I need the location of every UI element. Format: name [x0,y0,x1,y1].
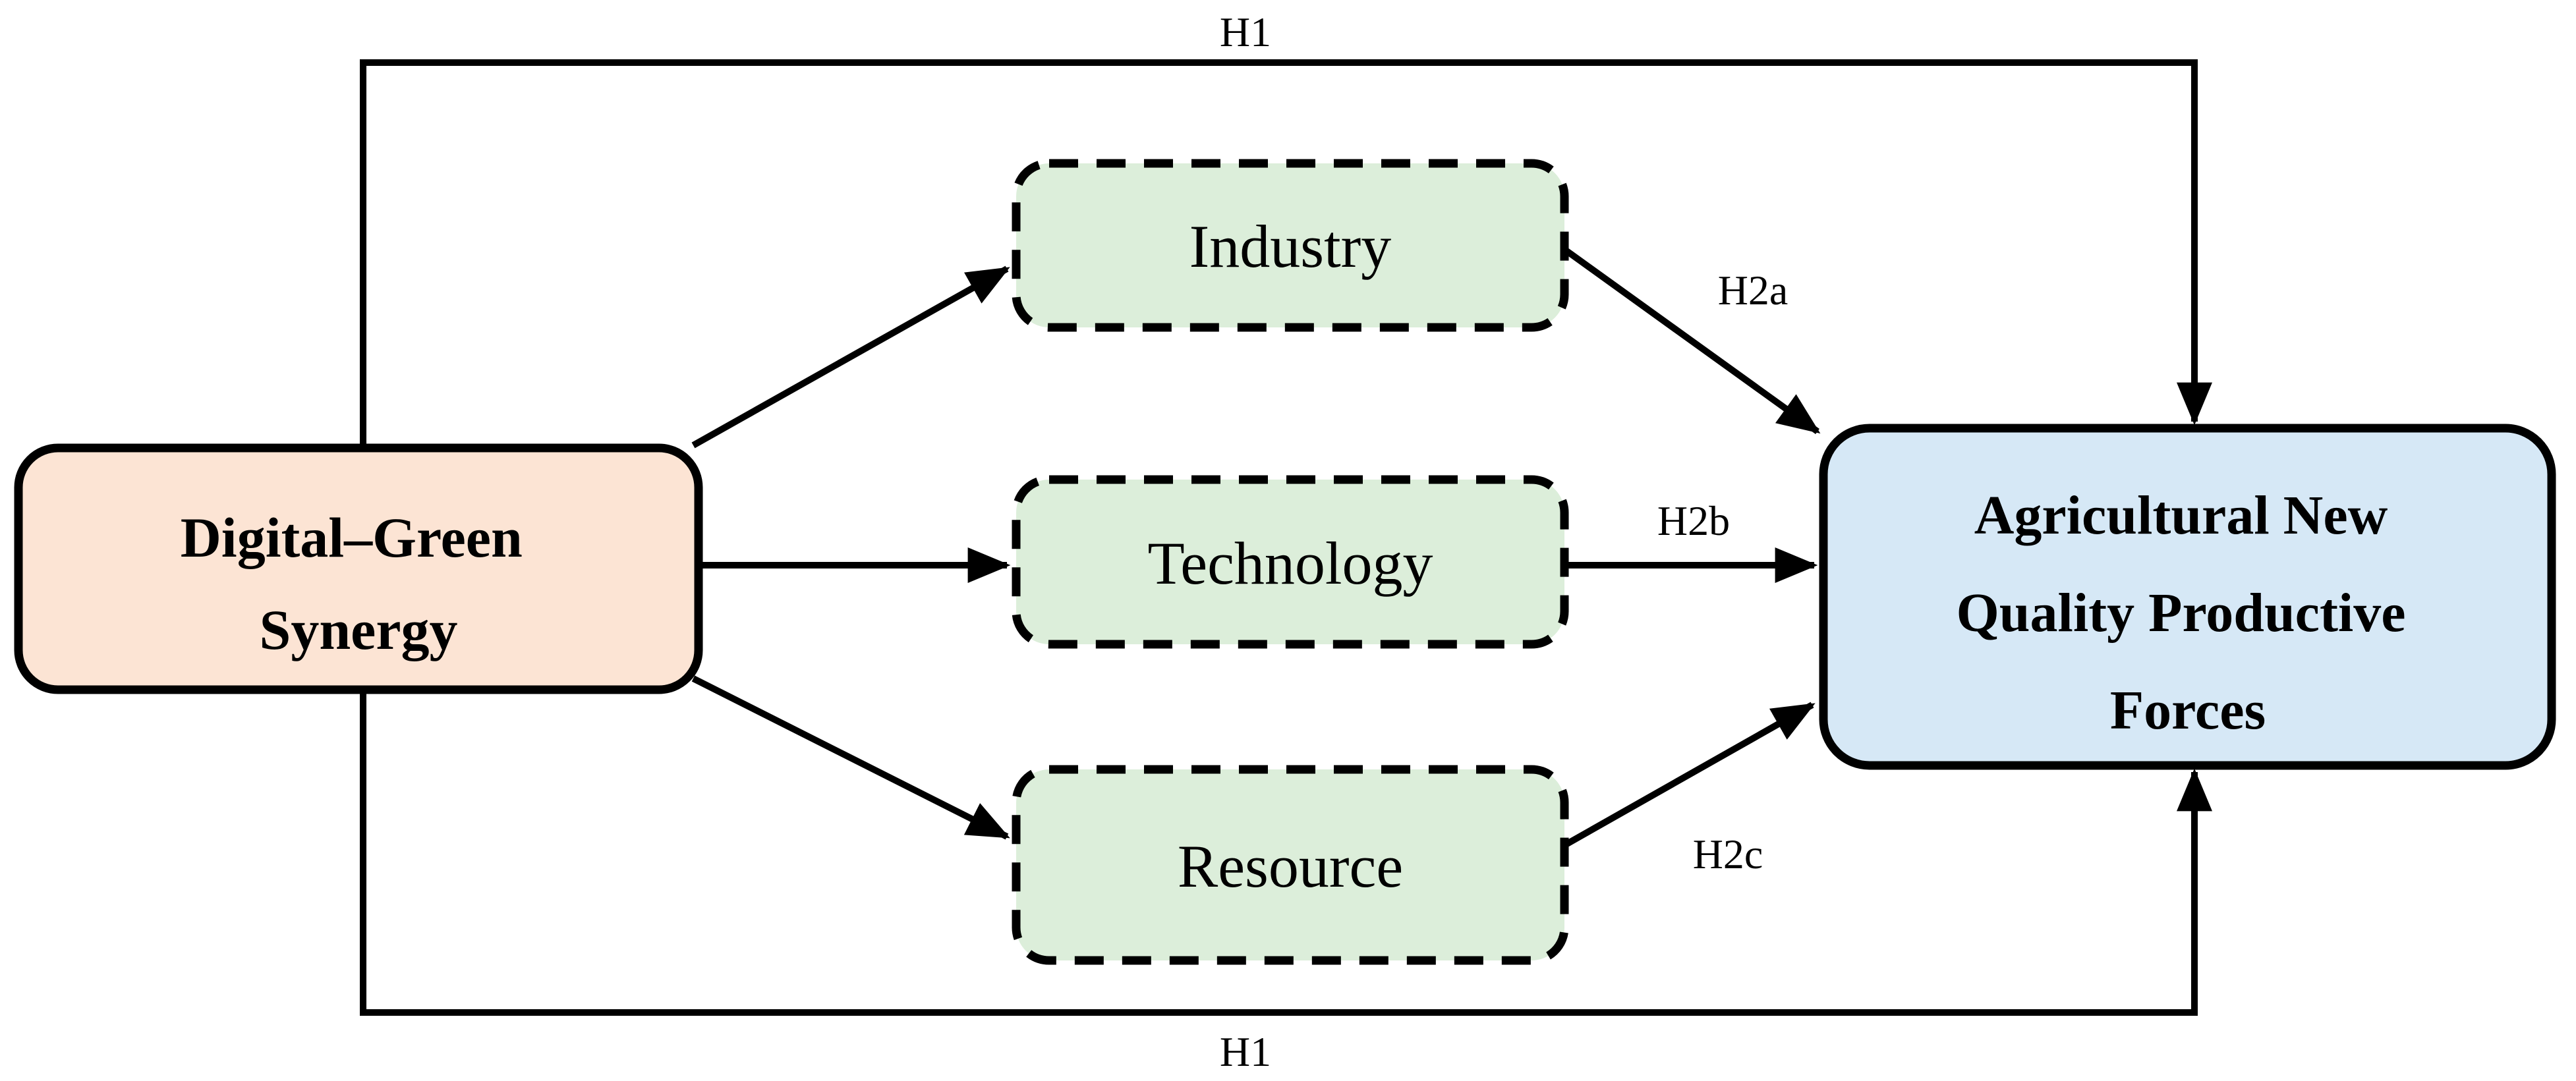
h1-top-label: H1 [1220,9,1271,55]
node-agricultural-new-quality-productive-forces: Agricultural New Quality Productive Forc… [1819,424,2556,770]
technology-label: Technology [1147,530,1433,597]
resource-box [1012,765,1569,965]
edge-source-to-industry-arrow [691,265,1010,449]
node-technology: Technology [1012,475,1569,649]
edge-h1-top-arrow [360,59,2213,445]
h2b-label: H2b [1657,497,1730,544]
h2c-label: H2c [1693,831,1763,877]
source-label-line-1: Digital–Green [181,506,523,569]
node-industry: Industry [1012,159,1569,332]
industry-box [1012,159,1569,332]
edge-source-to-resource-arrow [691,675,1010,840]
resource-label: Resource [1178,833,1403,900]
digital-green-synergy-box [14,443,703,694]
h1-bottom-label: H1 [1220,1028,1271,1075]
node-resource: Resource [1012,765,1569,965]
outcome-label: Agricultural New Quality Productive Forc… [1956,485,2419,741]
outcome-label-line-3: Forces [2110,680,2266,741]
edge-h2a-arrow [1564,247,1821,435]
digital-green-synergy-label: Digital–Green Synergy [181,506,537,661]
outcome-label-line-1: Agricultural New [1974,485,2388,546]
edge-h2c-arrow [1564,702,1816,848]
node-digital-green-synergy: Digital–Green Synergy [14,443,703,694]
outcome-label-line-2: Quality Productive [1956,582,2405,644]
h2a-label: H2a [1718,267,1789,314]
technology-box [1012,475,1569,649]
outcome-box [1819,424,2556,770]
source-label-line-2: Synergy [260,598,458,661]
industry-label: Industry [1189,213,1392,280]
edge-h1-bottom-arrow [360,692,2213,1016]
